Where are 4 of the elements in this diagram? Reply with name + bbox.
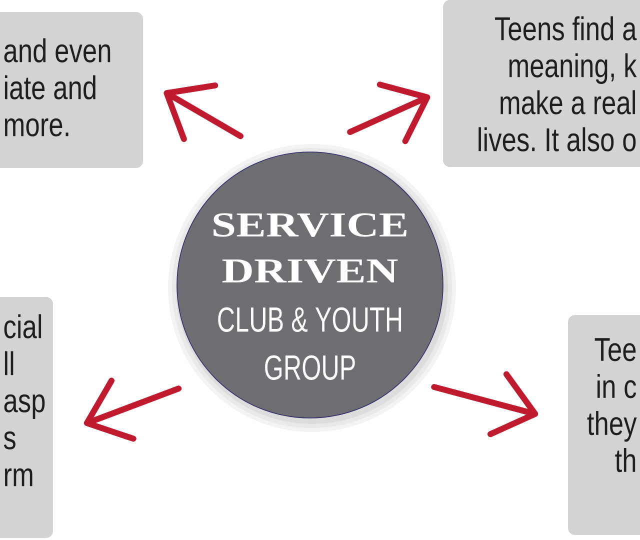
text-box: Tee in c they th xyxy=(568,315,640,535)
text-box: and even iate and more. xyxy=(0,12,143,168)
text-box: cial ll asp s rm xyxy=(0,297,53,538)
text-box: Teens find a meaning, k make a real lives. It also o xyxy=(443,0,640,167)
